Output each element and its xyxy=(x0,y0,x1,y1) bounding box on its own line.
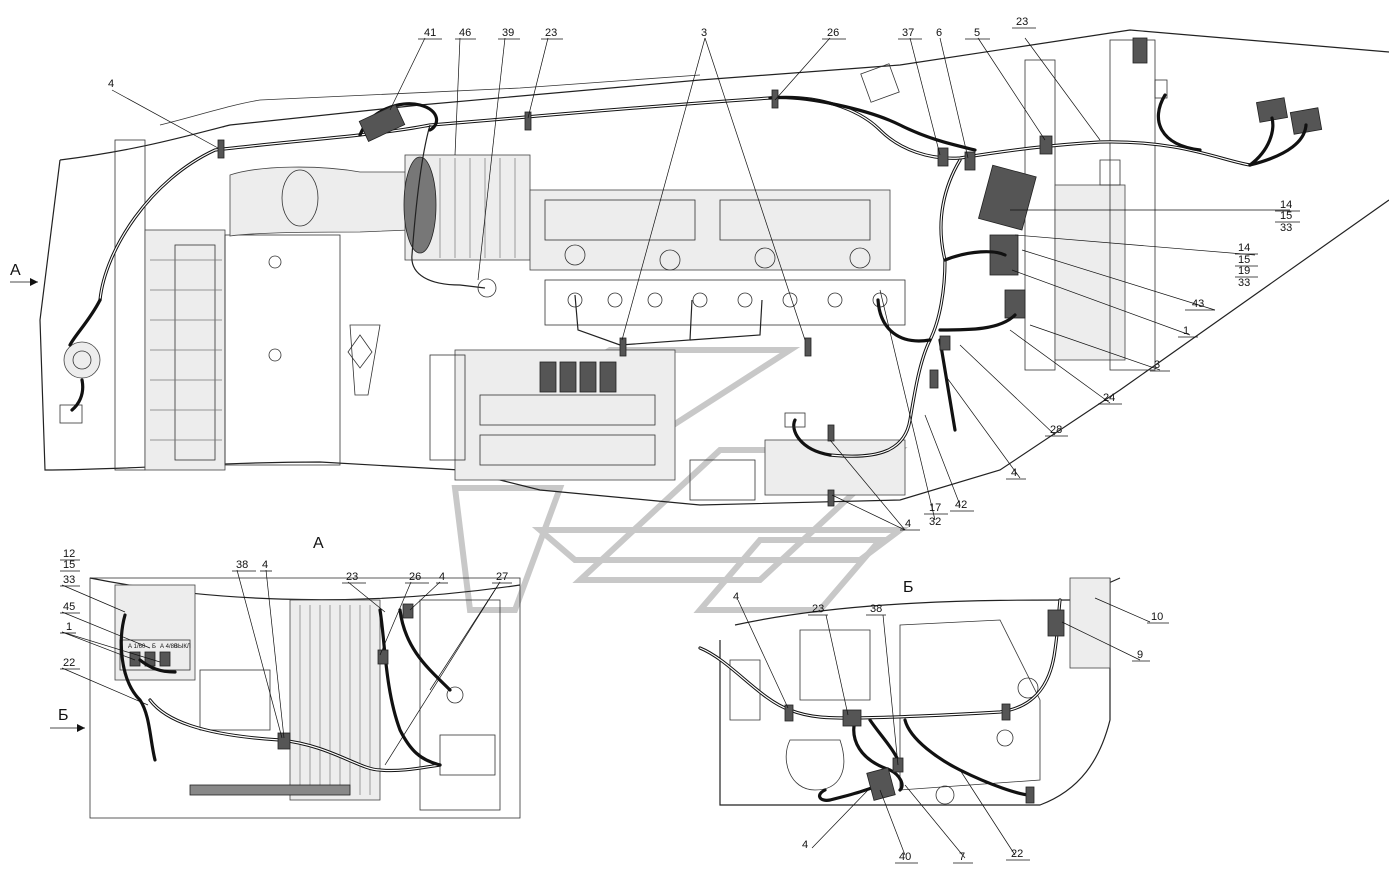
callout-4-bottom: 4 xyxy=(905,518,911,530)
callout-b-4-top: 4 xyxy=(733,591,739,603)
callout-a-1: 1 xyxy=(66,621,72,633)
view-b: 4 23 38 10 9 4 40 7 22 xyxy=(698,577,1169,864)
callout-23-right: 23 xyxy=(1016,16,1028,28)
callout-main-4-top: 4 xyxy=(108,78,114,90)
callout-41: 41 xyxy=(424,27,436,39)
callout-43: 43 xyxy=(1192,298,1204,310)
callout-a-12: 12 xyxy=(63,548,75,560)
callout-6: 6 xyxy=(936,27,942,39)
panel-mark-4: ВЫКЛ xyxy=(174,644,191,650)
callout-a-38: 38 xyxy=(236,559,248,571)
callout-14-a: 14 xyxy=(1280,199,1292,211)
callout-24: 24 xyxy=(1103,392,1115,404)
view-a: А 1/60 Б А 4/80 ВЫКЛ Б xyxy=(50,548,521,819)
callout-4-right: 4 xyxy=(1011,467,1017,479)
main-view: А xyxy=(10,16,1389,596)
callout-15-a: 15 xyxy=(1280,210,1292,222)
callout-a-33: 33 xyxy=(63,574,75,586)
view-a-title: А xyxy=(313,535,324,552)
callout-b-40: 40 xyxy=(899,851,911,863)
callout-1-main: 1 xyxy=(1183,325,1189,337)
callout-46: 46 xyxy=(459,27,471,39)
callout-a-22: 22 xyxy=(63,657,75,669)
callout-15-b: 15 xyxy=(1238,254,1250,266)
panel-mark-1: А 1/60 xyxy=(128,644,146,650)
callout-33-a: 33 xyxy=(1280,222,1292,234)
view-b-title: Б xyxy=(903,579,914,596)
callout-b-9: 9 xyxy=(1137,649,1143,661)
callout-17: 17 xyxy=(929,502,941,514)
callout-26-top: 26 xyxy=(827,27,839,39)
callout-33-b: 33 xyxy=(1238,277,1250,289)
callout-a-4-left: 4 xyxy=(262,559,268,571)
callout-b-23: 23 xyxy=(812,603,824,615)
callout-5: 5 xyxy=(974,27,980,39)
callout-a-4-right: 4 xyxy=(439,571,445,583)
callout-3-top: 3 xyxy=(701,27,707,39)
callout-a-45: 45 xyxy=(63,601,75,613)
callout-14-b: 14 xyxy=(1238,242,1250,254)
callout-a-27: 27 xyxy=(496,571,508,583)
panel-mark-2: Б xyxy=(152,644,156,650)
view-arrow-b-label: Б xyxy=(58,707,69,724)
callout-a-23: 23 xyxy=(346,571,358,583)
callout-37: 37 xyxy=(902,27,914,39)
callout-a-15: 15 xyxy=(63,559,75,571)
callout-b-22: 22 xyxy=(1011,848,1023,860)
callout-a-26: 26 xyxy=(409,571,421,583)
callout-28: 28 xyxy=(1050,424,1062,436)
callout-b-10: 10 xyxy=(1151,611,1163,623)
callout-19: 19 xyxy=(1238,265,1250,277)
view-arrow-a-label: А xyxy=(10,262,21,279)
callout-3-right: 3 xyxy=(1154,359,1160,371)
panel-mark-3: А 4/80 xyxy=(160,644,178,650)
callout-23-top: 23 xyxy=(545,27,557,39)
callout-b-7: 7 xyxy=(959,851,965,863)
callout-b-4-bottom: 4 xyxy=(802,839,808,851)
callout-39: 39 xyxy=(502,27,514,39)
callout-32: 32 xyxy=(929,516,941,528)
callout-b-38: 38 xyxy=(870,603,882,615)
callout-42: 42 xyxy=(955,499,967,511)
